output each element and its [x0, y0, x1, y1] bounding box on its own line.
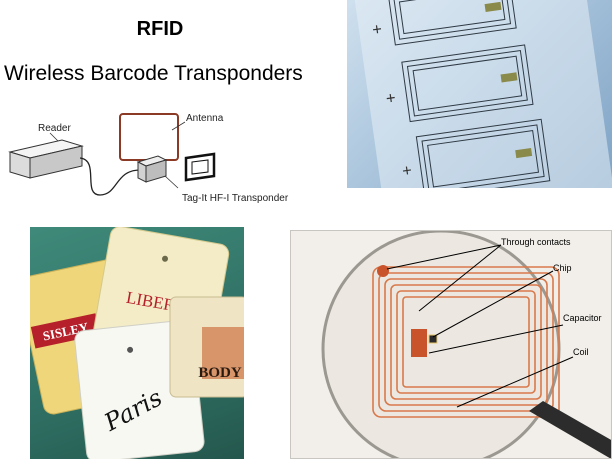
antenna-label: Antenna	[186, 113, 224, 124]
transponder-leader	[164, 175, 179, 189]
inlay-strip-drawing	[354, 0, 612, 188]
body-brand-text: BODY	[198, 365, 242, 381]
tags-drawing: SISLEY LIBERTY Paris BODY	[30, 227, 244, 459]
copper-coil	[372, 266, 560, 418]
antenna-loop	[119, 113, 179, 161]
antenna-leader	[171, 121, 186, 131]
reader-box	[8, 139, 84, 179]
page-subtitle: Wireless Barcode Transponders	[4, 62, 303, 85]
tag-card	[184, 152, 216, 182]
capacitor	[411, 329, 427, 357]
reader-cable	[79, 157, 141, 196]
coil-magnifier-photo: Through contacts Chip Capacitor Coil	[290, 230, 612, 459]
reader-leader	[49, 132, 59, 142]
transponder-module	[136, 155, 168, 183]
branded-tags-photo: SISLEY LIBERTY Paris BODY	[30, 227, 244, 459]
annotation-arrows	[386, 244, 574, 408]
through-contact	[377, 265, 389, 277]
coil-drawing	[321, 231, 611, 458]
magnifier-lens	[321, 231, 561, 458]
through-contacts-label: Through contacts	[501, 237, 571, 247]
reader-label: Reader	[38, 123, 71, 134]
transponder-label: Tag-It HF-I Transponder	[182, 193, 289, 204]
rfid-inlay-strip-photo	[347, 0, 612, 188]
chip	[428, 334, 438, 344]
capacitor-label: Capacitor	[563, 313, 602, 323]
diagram-drawing	[8, 113, 216, 196]
magnifier-handle	[529, 401, 611, 458]
rfid-system-diagram: Reader Antenna Tag-It HF-I Transponder	[0, 100, 340, 225]
page-title: RFID	[136, 18, 184, 40]
coil-label: Coil	[573, 347, 589, 357]
chip-label: Chip	[553, 263, 572, 273]
